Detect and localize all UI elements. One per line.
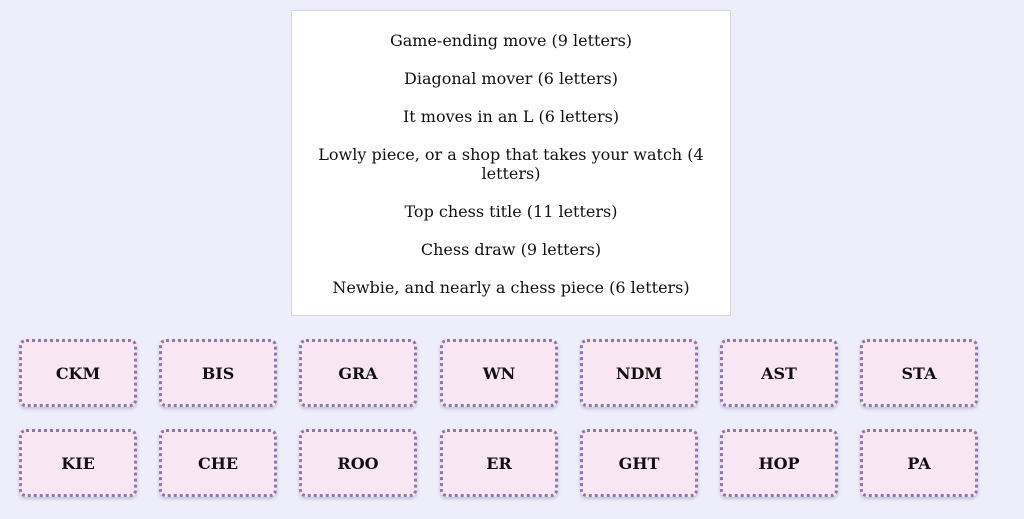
tile-row-1: CKM BIS GRA WN NDM AST STA — [19, 339, 999, 429]
clue-5: Top chess title (11 letters) — [404, 202, 618, 221]
clue-3: It moves in an L (6 letters) — [402, 107, 620, 126]
clue-6: Chess draw (9 letters) — [420, 240, 602, 259]
clue-1: Game-ending move (9 letters) — [389, 31, 633, 50]
letter-tile[interactable]: NDM — [580, 339, 698, 407]
letter-tile[interactable]: ER — [440, 429, 558, 497]
clue-list: Game-ending move (9 letters) Diagonal mo… — [312, 31, 710, 297]
letter-tile[interactable]: KIE — [19, 429, 137, 497]
letter-tile[interactable]: HOP — [720, 429, 838, 497]
letter-tile[interactable]: CKM — [19, 339, 137, 407]
letter-tile[interactable]: CHE — [159, 429, 277, 497]
letter-tile[interactable]: AST — [720, 339, 838, 407]
clue-panel: Game-ending move (9 letters) Diagonal mo… — [291, 10, 731, 316]
letter-tile[interactable]: GRA — [299, 339, 417, 407]
clue-4: Lowly piece, or a shop that takes your w… — [318, 145, 704, 183]
letter-tile[interactable]: STA — [860, 339, 978, 407]
tile-grid: CKM BIS GRA WN NDM AST STA KIE CHE ROO E… — [19, 339, 999, 519]
tile-row-2: KIE CHE ROO ER GHT HOP PA — [19, 429, 999, 519]
clue-7: Newbie, and nearly a chess piece (6 lett… — [332, 278, 690, 297]
letter-tile[interactable]: ROO — [299, 429, 417, 497]
letter-tile[interactable]: PA — [860, 429, 978, 497]
letter-tile[interactable]: BIS — [159, 339, 277, 407]
letter-tile[interactable]: WN — [440, 339, 558, 407]
clue-2: Diagonal mover (6 letters) — [404, 69, 618, 88]
letter-tile[interactable]: GHT — [580, 429, 698, 497]
